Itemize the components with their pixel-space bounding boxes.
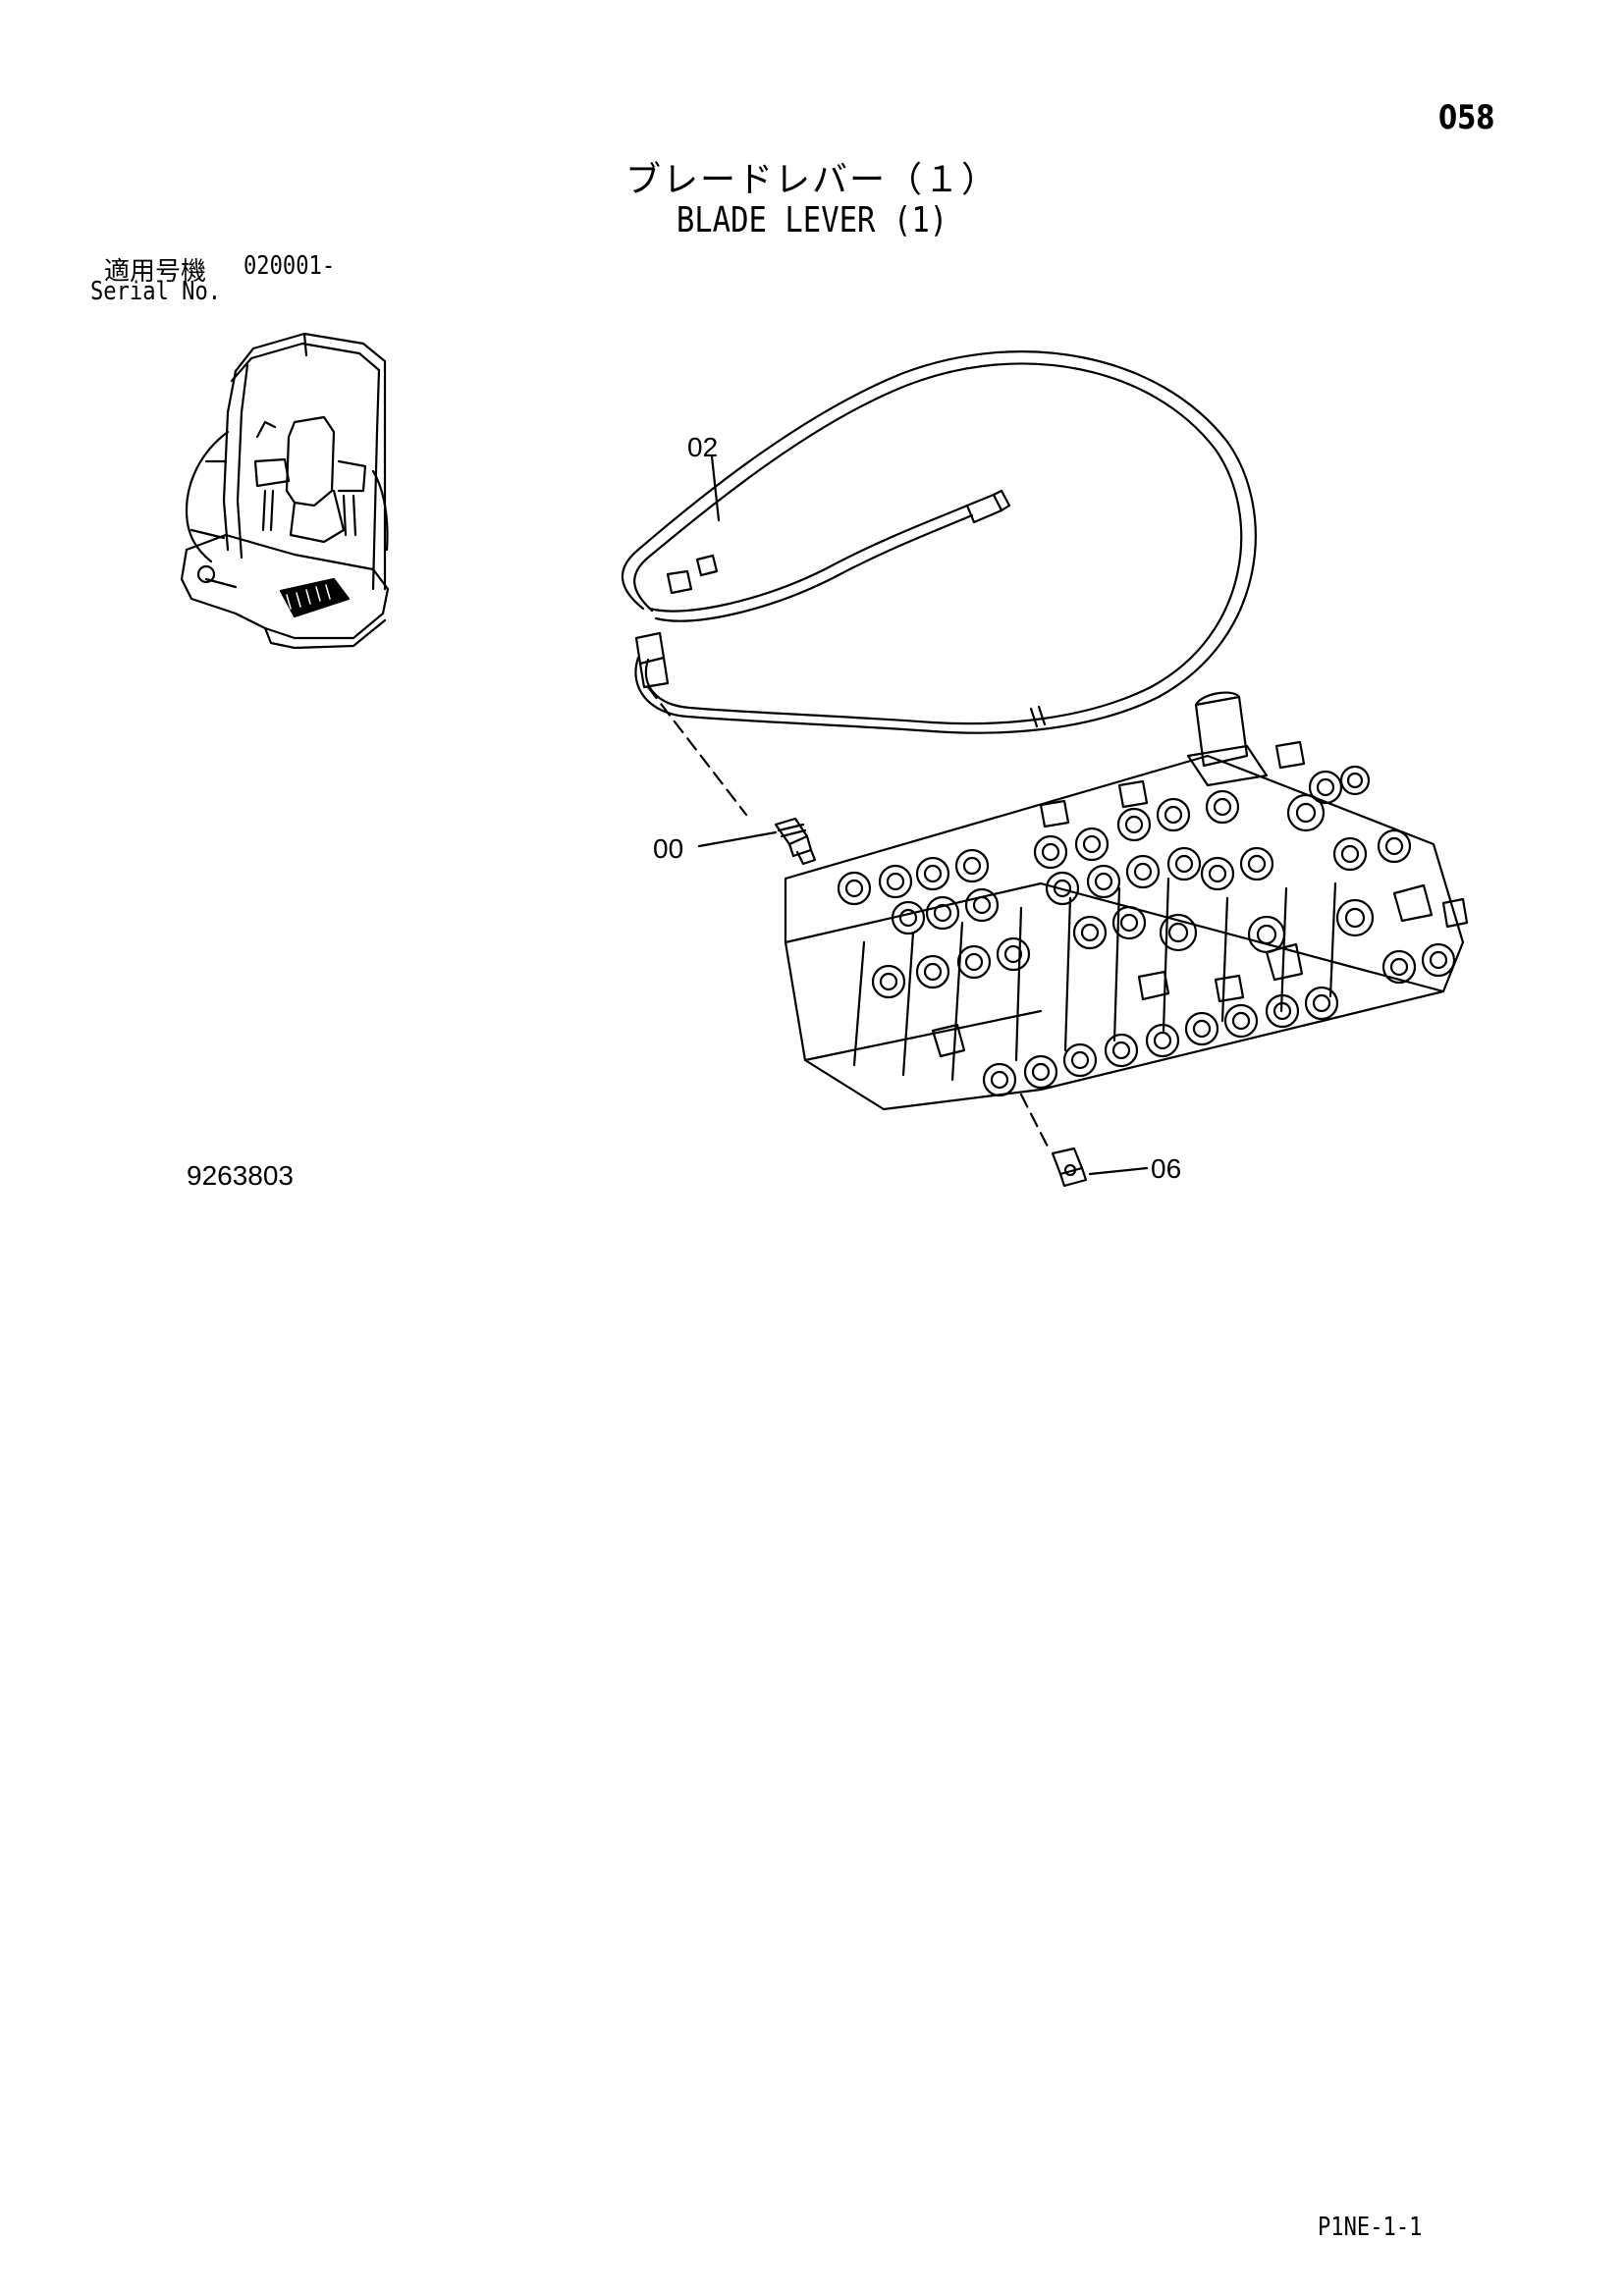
leader-line-02: [710, 454, 721, 522]
callout-06: 06: [1151, 1153, 1181, 1184]
title-english: BLADE LEVER (1): [676, 200, 948, 240]
serial-number-value: 020001-: [244, 251, 336, 281]
pilot-hose-assembly: [622, 350, 1257, 734]
serial-label-japanese: 適用号機: [104, 257, 207, 287]
plug-fitting: [1051, 1147, 1088, 1188]
callout-00: 00: [653, 833, 683, 864]
serial-label-english: Serial No.: [90, 277, 222, 306]
centerline-lower: [1019, 1093, 1051, 1150]
centerline-upper: [646, 685, 748, 817]
title-japanese: ブレードレバー（１）: [624, 160, 999, 200]
leader-line-06: [1088, 1166, 1149, 1176]
page-number: 058: [1438, 98, 1495, 137]
drawing-number: 9263803: [187, 1160, 295, 1191]
machine-cab-inset: [180, 332, 390, 650]
adapter-fitting: [774, 817, 817, 866]
callout-02: 02: [687, 432, 718, 462]
sheet-code: P1NE-1-1: [1318, 2213, 1423, 2242]
leader-line-00: [697, 830, 778, 848]
control-valve-block: [784, 691, 1469, 1111]
